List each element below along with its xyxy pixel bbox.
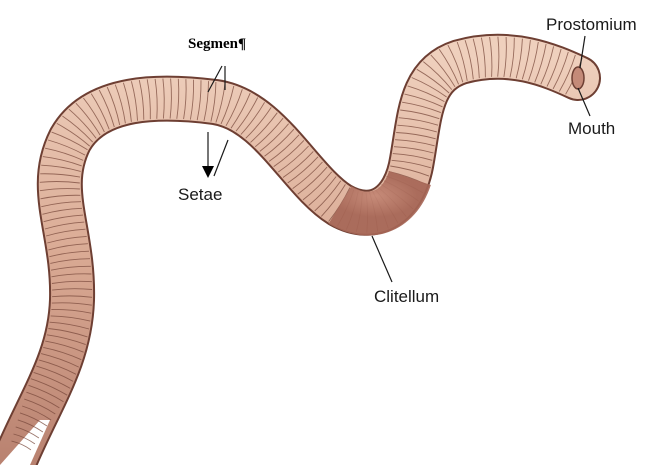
- worm-fill: [14, 57, 578, 462]
- label-segment: Segmen¶: [188, 36, 246, 52]
- clitellum-leader: [372, 236, 392, 282]
- clitellum-band: [340, 178, 410, 214]
- label-mouth: Mouth: [568, 119, 615, 138]
- worm-body: [0, 37, 584, 465]
- label-setae-group: Setae: [178, 132, 228, 204]
- label-setae: Setae: [178, 185, 222, 204]
- label-clitellum-group: Clitellum: [372, 236, 439, 306]
- setae-arrowhead: [202, 166, 214, 178]
- prostomium-tip: [572, 67, 584, 89]
- setae-leader-right: [214, 140, 228, 176]
- label-prostomium: Prostomium: [546, 15, 637, 34]
- label-clitellum: Clitellum: [374, 287, 439, 306]
